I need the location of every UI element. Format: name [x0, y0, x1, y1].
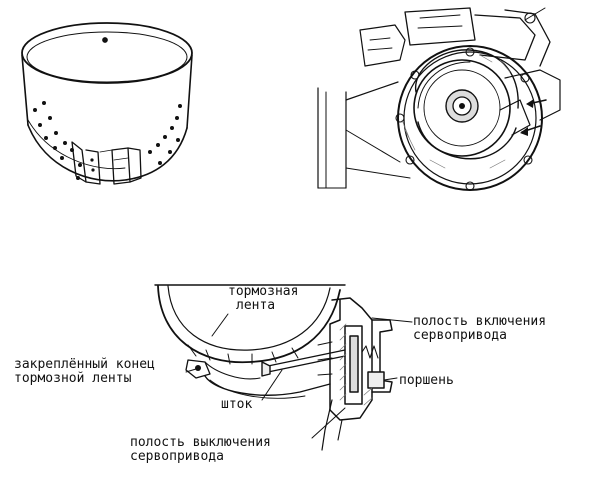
brake-band-illustration — [21, 22, 193, 185]
label-release-cavity-line2: сервопривода — [130, 449, 224, 464]
leader-lines — [185, 313, 413, 439]
label-release-cavity: полость выключения сервопривода — [130, 436, 271, 464]
label-engage-cavity: полость включения сервопривода — [413, 315, 546, 343]
direction-arrow-lower — [520, 125, 541, 136]
label-piston-text: поршень — [399, 373, 454, 388]
label-rod-text: шток — [221, 397, 253, 412]
fixed-band-end — [185, 359, 261, 380]
label-fixed-end: закреплённый конец тормозной ленты — [14, 358, 155, 386]
direction-arrow-upper — [526, 99, 547, 108]
band-perforations-right — [148, 104, 182, 165]
label-brake-band: тормозная лента — [228, 285, 298, 313]
label-brake-band-line1: тормозная — [228, 284, 299, 299]
band-perforations-left — [33, 101, 82, 180]
servo-rod — [261, 349, 346, 377]
band-lining — [187, 344, 299, 365]
label-fixed-end-line1: закреплённый конец — [14, 357, 155, 372]
label-brake-band-line2: лента — [236, 298, 276, 313]
housing-bolts — [395, 47, 533, 191]
label-piston: поршень — [399, 374, 454, 388]
label-rod: шток — [221, 398, 252, 412]
band-apply-end — [111, 147, 142, 185]
label-engage-cavity-line1: полость включения — [413, 314, 547, 329]
band-anchor-end — [71, 141, 101, 185]
servo-cross-section — [154, 284, 413, 451]
servo-hatching — [339, 323, 373, 406]
label-release-cavity-line1: полость выключения — [130, 435, 271, 450]
label-engage-cavity-line2: сервопривода — [413, 328, 507, 343]
label-fixed-end-line2: тормозной ленты — [14, 371, 132, 386]
servo-body — [317, 297, 393, 421]
transmission-housing-illustration — [317, 7, 561, 191]
housing-hatching — [401, 54, 511, 169]
